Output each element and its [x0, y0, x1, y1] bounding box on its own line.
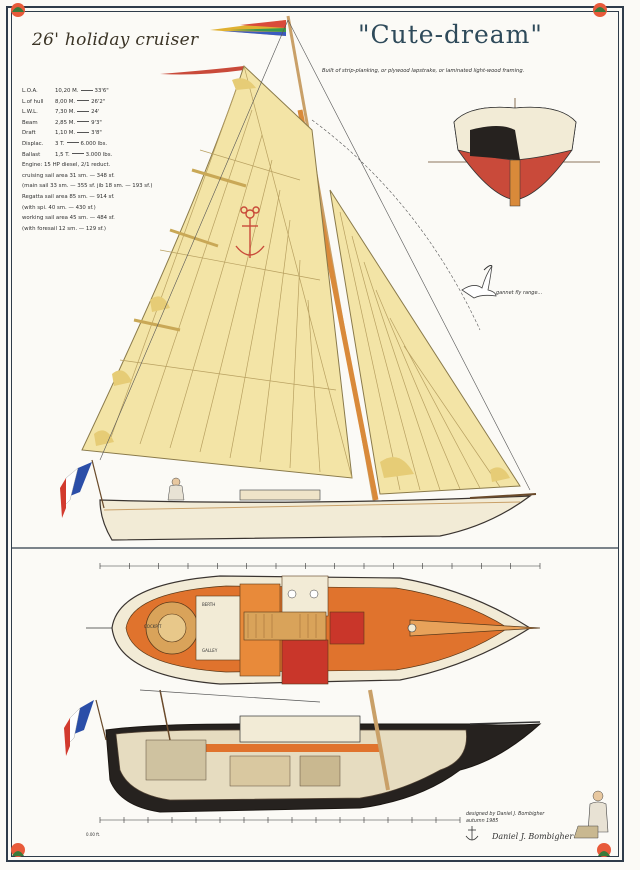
sailplan-hull	[99, 477, 537, 541]
spec-note: cruising sail area 31 sm. — 348 sf.	[22, 172, 115, 179]
corner-ornament-top-right-icon	[593, 3, 607, 17]
spec-row: L.O.A.10,20 M.33'6"	[22, 88, 109, 94]
spec-row: L.W.L.7,30 M.24'	[22, 109, 100, 116]
subtitle: 26' holiday cruiser	[32, 30, 199, 50]
designer-line: designed by Daniel J. Bombigher	[466, 812, 545, 817]
tricolor-flag-icon-bottom	[64, 699, 107, 756]
gannet-caption: gannet fly range...	[496, 290, 543, 296]
bottom-ruler	[99, 817, 461, 823]
corner-ornament-bottom-right-icon	[597, 843, 611, 857]
corner-ornament-bottom-left-icon	[11, 843, 25, 857]
spec-note: working sail area 45 sm. — 484 sf.	[22, 215, 115, 222]
corner-ornament-top-left-icon	[11, 3, 25, 17]
designer-anchor-icon	[465, 826, 479, 841]
construction-note: Built of strip-planking, or plywood laps…	[322, 68, 525, 74]
spec-note: Regatta sail area 85 sm. — 914 sf.	[22, 193, 115, 200]
anchor-emblem-icon	[235, 206, 265, 258]
galley-label: GALLEY	[202, 648, 218, 653]
spec-note: Engine: 15 HP diesel, 2/1 reduct.	[22, 162, 111, 169]
gannet-bird-icon	[461, 265, 497, 299]
spec-note: (main sail 33 sm. — 355 sf. jib 18 sm. —…	[22, 183, 153, 190]
spec-note: (with foresail 12 sm. — 129 sf.)	[22, 225, 106, 232]
berth-label: BERTH	[202, 602, 216, 607]
deck-plan	[86, 575, 541, 685]
section-view-hull	[428, 98, 600, 207]
design-credits: designed by Daniel J. Bombigher autumn 1…	[466, 812, 544, 825]
jib-sail	[329, 189, 521, 495]
cockpit-label: COCKPIT	[144, 624, 162, 629]
interior-profile	[105, 689, 542, 813]
spec-row: Displac.3 T.6.000 lbs.	[22, 140, 108, 147]
boat-name-title: "Cute-dream"	[358, 20, 543, 49]
spec-note: (with spi. 40 sm. — 430 sf.)	[22, 204, 96, 211]
top-ruler	[99, 563, 541, 569]
scale-label: 0.00 ft.	[86, 832, 101, 837]
designer-signature: Daniel J. Bombigher	[492, 832, 574, 841]
date-line: autumn 1985	[466, 818, 499, 824]
outer-frame	[6, 6, 624, 862]
tricolor-flag-icon-top	[60, 459, 105, 518]
pennant-flag-icon	[160, 66, 244, 75]
rigging-lines	[99, 19, 531, 491]
inner-frame	[11, 11, 619, 857]
main-sail	[81, 65, 353, 479]
sailor-figure-icon	[573, 790, 609, 839]
rainbow-burgee-flag-icon	[210, 20, 286, 36]
